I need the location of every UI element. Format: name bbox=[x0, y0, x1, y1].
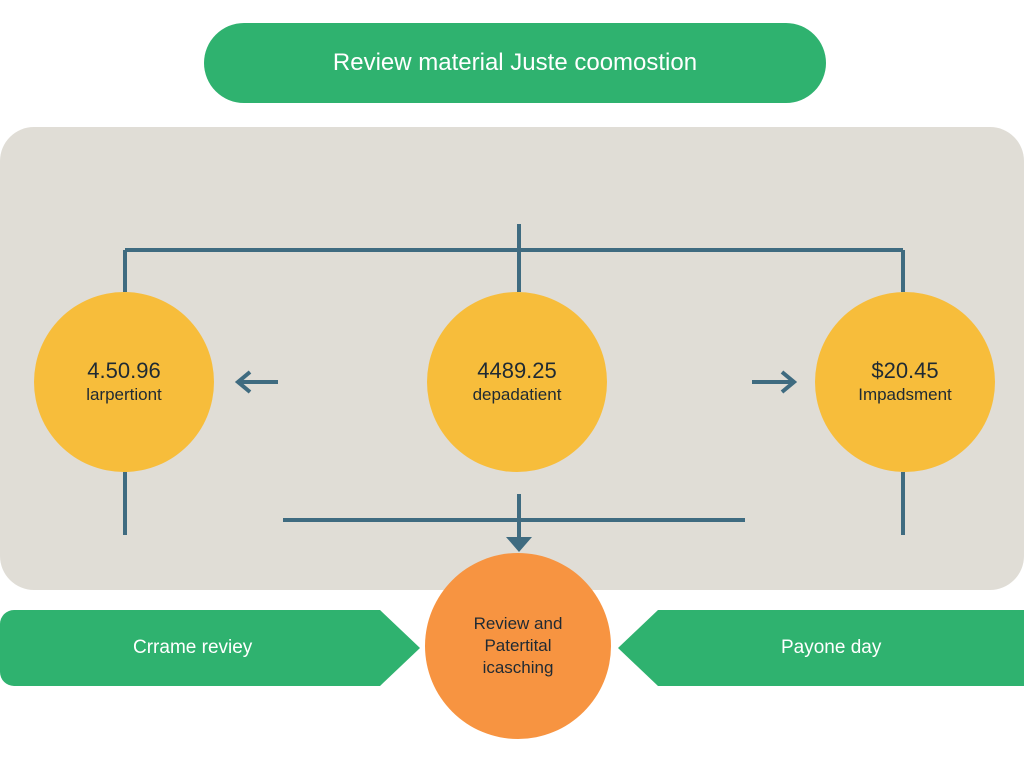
node-center-label: depadatient bbox=[472, 385, 562, 404]
right-arrow-icon bbox=[780, 370, 798, 394]
node-bottom-line2: Patertital bbox=[484, 636, 552, 655]
title-banner: Review material Juste coomostion bbox=[204, 23, 826, 103]
banner-right-label: Payone day bbox=[781, 637, 882, 658]
node-center: 4489.25 depadatient bbox=[427, 292, 607, 472]
banner-left-label: Crrame reviey bbox=[133, 637, 253, 658]
node-right: $20.45 Impadsment bbox=[815, 292, 995, 472]
down-arrow-icon bbox=[506, 537, 532, 552]
node-left-label: larpertiont bbox=[86, 385, 162, 404]
banner-left: Crrame reviey bbox=[0, 610, 420, 686]
node-right-value: $20.45 bbox=[871, 358, 939, 383]
node-left-value: 4.50.96 bbox=[87, 358, 161, 383]
node-bottom-line1: Review and bbox=[473, 614, 563, 633]
node-bottom-line3: icasching bbox=[482, 658, 554, 677]
node-center-value: 4489.25 bbox=[477, 358, 557, 383]
banner-right: Payone day bbox=[618, 610, 1024, 686]
left-arrow-icon bbox=[234, 370, 252, 394]
node-left: 4.50.96 larpertiont bbox=[34, 292, 214, 472]
node-bottom: Review and Patertital icasching bbox=[425, 553, 611, 739]
node-right-label: Impadsment bbox=[858, 385, 952, 404]
diagram-title: Review material Juste coomostion bbox=[332, 49, 698, 76]
